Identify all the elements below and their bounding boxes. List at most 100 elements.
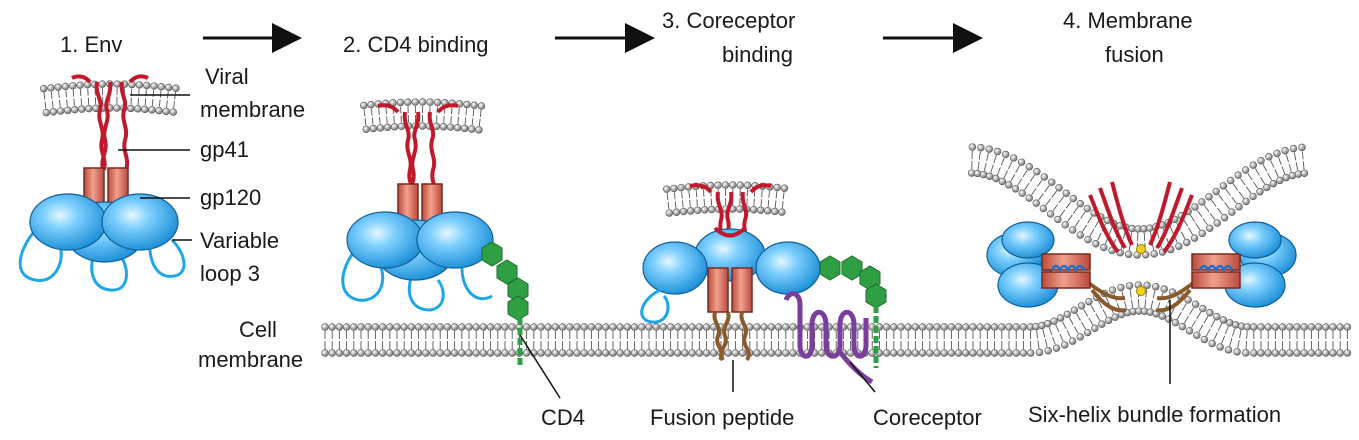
lipid-head [1048, 178, 1056, 186]
lipid-head [977, 143, 985, 152]
lipid-head [774, 349, 783, 357]
lipid-head [1017, 158, 1026, 166]
lipid-tail [674, 201, 677, 209]
lipid-head [450, 323, 459, 331]
lipid-head [458, 323, 466, 331]
lipid-head [702, 349, 711, 357]
lipid-tail [1211, 199, 1217, 207]
lipid-head [985, 145, 993, 153]
lipid-tail [1003, 170, 1008, 178]
lipid-head [688, 349, 696, 357]
lipid-head [472, 349, 480, 357]
lipid-head [155, 106, 163, 115]
lipid-tail [1224, 202, 1230, 210]
lipid-tail [1068, 317, 1074, 325]
lipid-head [551, 323, 560, 331]
lipid-tail [1225, 188, 1231, 196]
lipid-head [1055, 184, 1063, 192]
lipid-head [357, 349, 365, 357]
lipid-head [724, 349, 732, 357]
lipid-head [1257, 323, 1265, 331]
lipid-head [998, 349, 1006, 357]
lipid-tail [1181, 303, 1187, 311]
lipid-tail [1281, 166, 1286, 175]
lipid-tail [688, 190, 690, 198]
lipid-tail [996, 167, 1001, 175]
lipid-head [1224, 346, 1233, 354]
lipid-tail [50, 91, 53, 99]
lipid-head [789, 349, 797, 357]
lipid-head [1329, 323, 1337, 331]
lipid-head [537, 323, 545, 331]
lipid-head [1150, 250, 1158, 258]
lipid-head [1040, 173, 1049, 181]
lipid-head [587, 349, 596, 357]
lipid-head [404, 98, 412, 106]
lipid-tail [144, 98, 147, 106]
lipid-head [364, 349, 372, 357]
lipid-head [1050, 317, 1058, 325]
lipid-tail [370, 108, 373, 116]
lipid-head [342, 349, 351, 357]
lipid-tail [1083, 309, 1089, 317]
lipid-head [371, 349, 380, 357]
lipid-head [458, 349, 466, 357]
lipid-head [69, 82, 77, 90]
step-4-membrane-fusion [967, 143, 1309, 384]
lipid-tail [465, 108, 468, 116]
lipid-head [54, 83, 62, 91]
lipid-tail [385, 107, 387, 115]
lipid-head [157, 83, 166, 91]
lipid-tail [1095, 313, 1101, 321]
lipid-head [436, 349, 444, 357]
lipid-tail [1277, 156, 1282, 165]
lipid-head [662, 185, 671, 193]
helix-box-right-b [1191, 271, 1241, 289]
lipid-tail [1143, 232, 1146, 241]
lipid-tail [1055, 324, 1060, 333]
lipid-head [701, 206, 709, 214]
lipid-tail [1177, 311, 1182, 320]
lipid-tail [43, 92, 46, 100]
lipid-head [1046, 210, 1055, 218]
lipid-head [1314, 323, 1323, 331]
lipid-tail [1073, 326, 1079, 334]
lipid-head [679, 207, 688, 216]
lipid-head [113, 104, 121, 112]
lipid-tail [689, 199, 691, 207]
lipid-head [1069, 194, 1078, 203]
lipid-head [594, 323, 603, 331]
lipid-head [1263, 183, 1271, 192]
lipid-tail [58, 91, 60, 99]
lipid-tail [1062, 321, 1067, 329]
lipid-head [918, 323, 927, 331]
lipid-tail [471, 118, 474, 126]
lipid-head [969, 349, 977, 357]
lipid-head [1257, 157, 1265, 165]
lipid-head [113, 80, 121, 88]
lipid-tail [44, 101, 47, 109]
lipid-head [760, 323, 768, 331]
lipid-tail [696, 199, 698, 207]
lipid-head [738, 349, 747, 357]
lipid-tail [1202, 218, 1208, 226]
lipid-head [362, 125, 370, 133]
lipid-head [973, 169, 982, 178]
lipid-head [652, 349, 660, 357]
lipid-head [753, 323, 761, 331]
lipid-tail [371, 117, 374, 125]
lipid-head [328, 349, 336, 357]
lipid-head [411, 98, 419, 106]
lipid-head [78, 105, 86, 113]
lipid-head [1286, 323, 1294, 331]
lipid-head [418, 122, 427, 130]
lipid-head [674, 349, 682, 357]
lipid-head [1329, 349, 1337, 357]
lipid-head [1307, 323, 1316, 331]
lipid-head [731, 349, 740, 357]
lipid-tail [1196, 209, 1203, 218]
lipid-tail [1144, 299, 1147, 308]
lipid-tail [978, 151, 981, 160]
lipid-tail [781, 201, 784, 209]
lipid-head [501, 323, 509, 331]
